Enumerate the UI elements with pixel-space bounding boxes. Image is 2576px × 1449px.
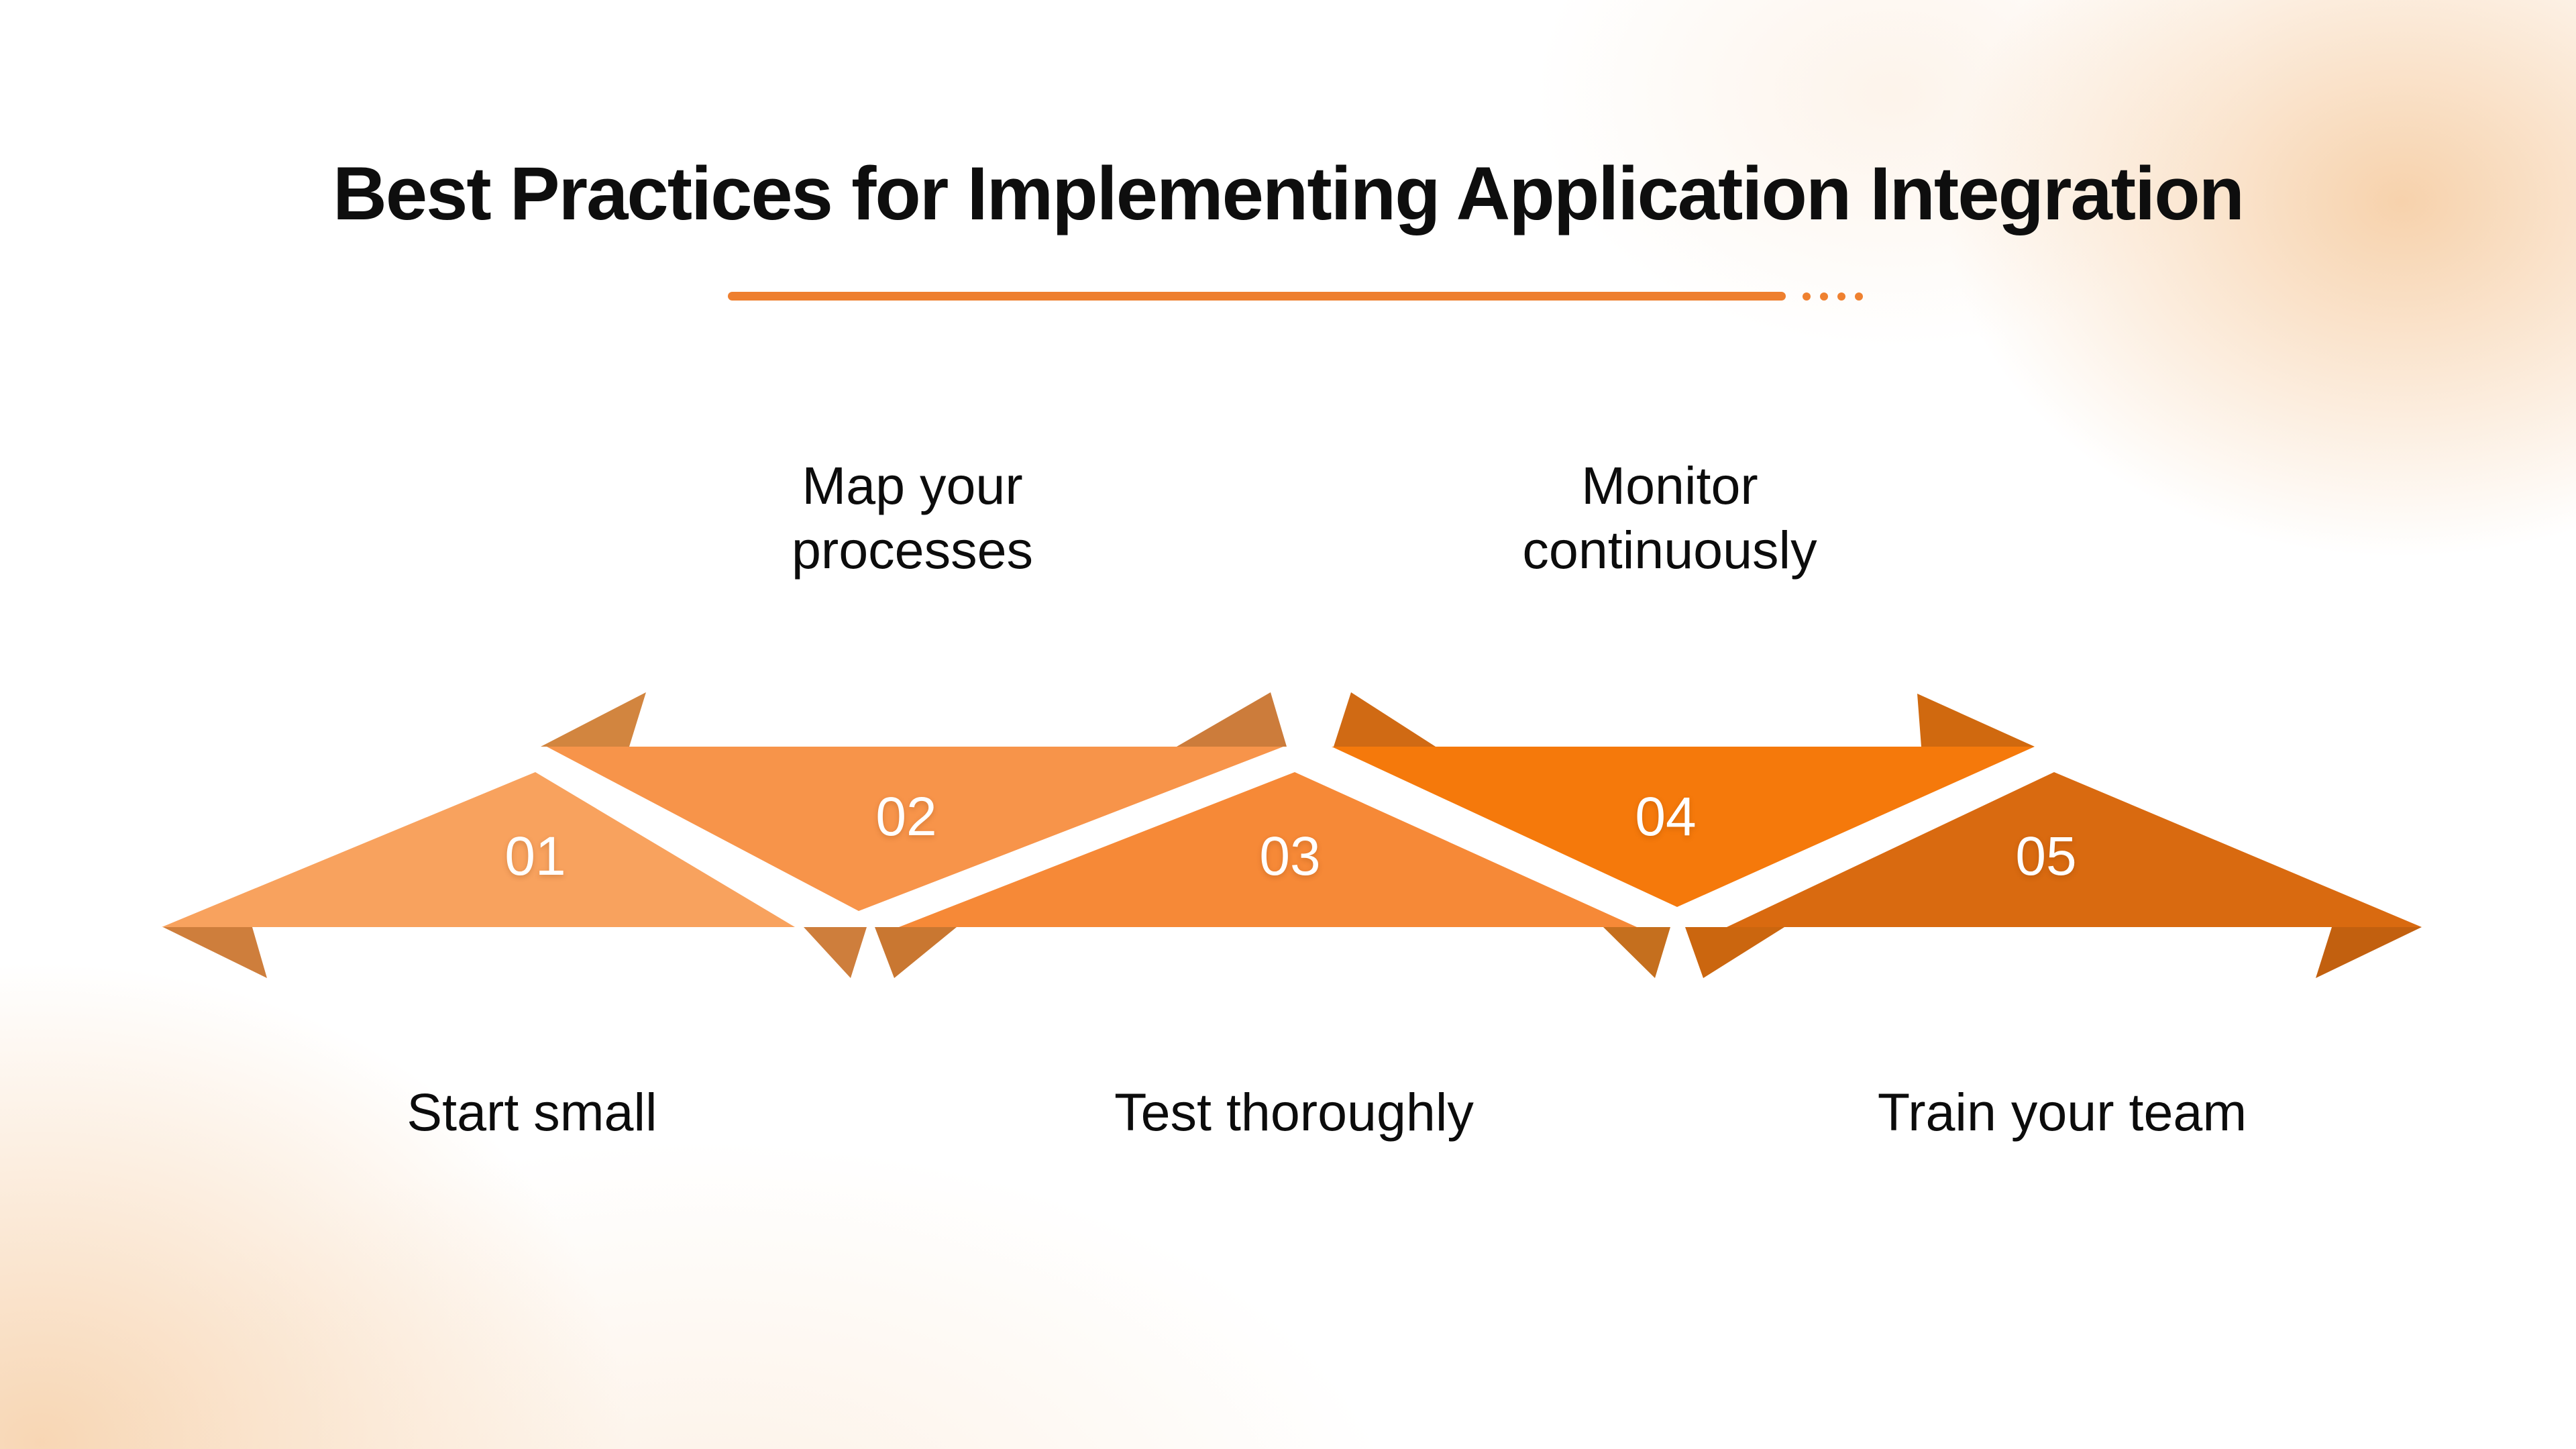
divider-dot [1855, 292, 1863, 301]
step-4-number: 04 [1635, 786, 1697, 847]
step-5-triangle [1727, 772, 2422, 927]
step-4-label-line-2: continuously [1522, 520, 1817, 580]
step-5-label: Train your team [1877, 1082, 2247, 1142]
step-2-number: 02 [875, 786, 937, 847]
fold-flap-top-junction-2-left [1177, 692, 1287, 747]
step-2-label: Map your processes [792, 453, 1033, 582]
fold-flap-bottom-junction-1-right [875, 927, 957, 978]
fold-flap-right-tip [2316, 927, 2422, 978]
step-1-triangle [162, 772, 795, 927]
fold-flap-top-junction-1 [541, 692, 646, 747]
title-divider-dots [1803, 292, 1863, 301]
divider-dot [1837, 292, 1845, 301]
step-2-label-line-2: processes [791, 520, 1034, 580]
divider-dot [1803, 292, 1811, 301]
step-5-number: 05 [2015, 826, 2077, 887]
fold-flap-top-junction-3 [1917, 694, 2035, 747]
step-1-number: 01 [504, 826, 566, 887]
step-3-number: 03 [1259, 826, 1321, 887]
title-divider-line [728, 292, 1786, 301]
step-2-label-line-1: Map your [802, 455, 1023, 515]
step-3-label: Test thoroughly [1114, 1082, 1474, 1142]
fold-flap-top-junction-2-right [1334, 692, 1436, 747]
fold-flap-bottom-junction-2-right [1685, 927, 1784, 978]
step-1-label: Start small [407, 1082, 657, 1142]
step-4-triangle [1332, 747, 2035, 907]
step-4-label-line-1: Monitor [1581, 455, 1758, 515]
fold-flap-left-tip [163, 927, 267, 978]
step-4-label: Monitor continuously [1522, 453, 1817, 582]
fold-flap-bottom-junction-1-left [804, 927, 867, 978]
page-title: Best Practices for Implementing Applicat… [332, 152, 2245, 235]
divider-dot [1820, 292, 1828, 301]
step-3-triangle [899, 772, 1637, 927]
fold-flap-bottom-junction-2-left [1603, 927, 1670, 978]
step-2-triangle [547, 747, 1283, 911]
